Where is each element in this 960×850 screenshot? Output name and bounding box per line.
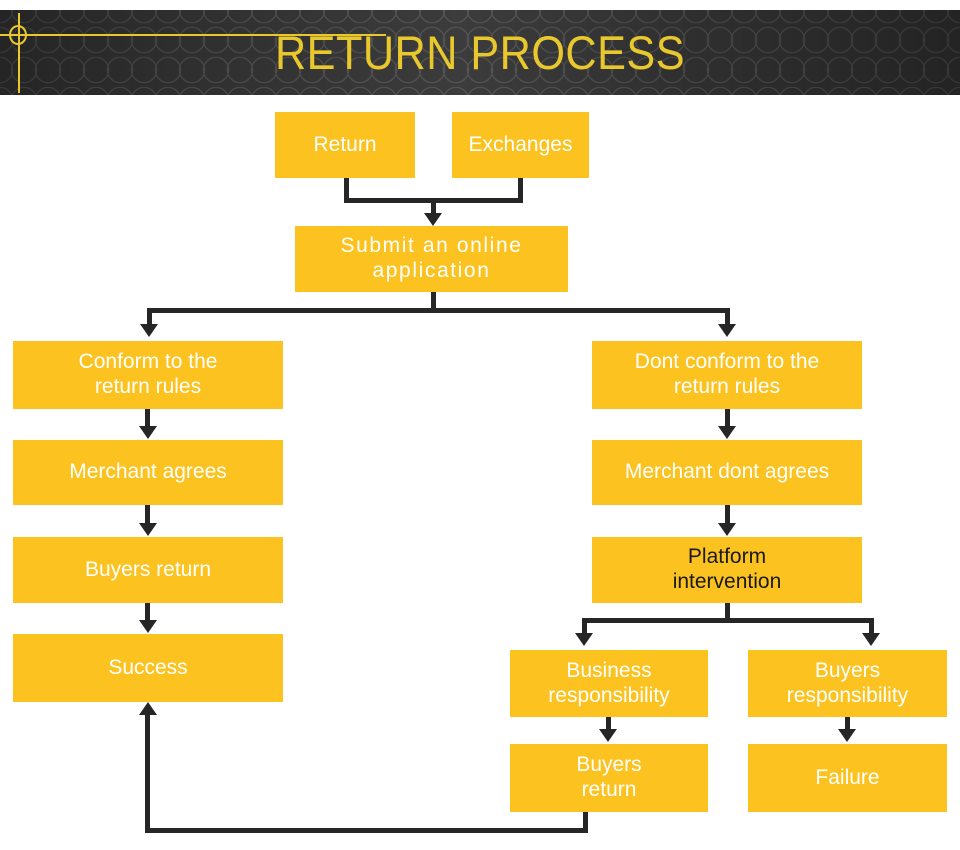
arrow-into-submit <box>424 213 442 226</box>
node-dont-conform-to-return-rules[interactable]: Dont conform to the return rules <box>592 341 862 409</box>
edge-submit-split-bar <box>147 308 730 313</box>
arrow-into-buyers-return-right <box>599 729 617 742</box>
page-title: RETURN PROCESS <box>274 26 686 79</box>
node-buyers-responsibility[interactable]: Buyers responsibility <box>748 650 947 717</box>
edge-platform-split-stem <box>725 603 730 623</box>
node-merchant-dont-agrees[interactable]: Merchant dont agrees <box>592 440 862 505</box>
node-buyers-return-left[interactable]: Buyers return <box>13 537 283 603</box>
edge-exchanges-to-junction-stem <box>518 178 523 202</box>
arrow-into-buyers-return-left <box>139 523 157 536</box>
edge-loop-riser <box>583 812 588 833</box>
edge-return-to-junction-stem <box>344 178 349 202</box>
arrow-into-success-from-loop <box>139 702 157 715</box>
arrow-into-business-responsibility <box>575 633 593 646</box>
node-conform-to-return-rules[interactable]: Conform to the return rules <box>13 341 283 409</box>
header-sheen-overlay <box>0 10 960 95</box>
edge-buyers-resp-to-failure <box>845 717 850 733</box>
edge-submit-split-stem <box>431 292 436 313</box>
arrow-into-success <box>139 620 157 633</box>
edge-merchant-agrees-to-buyers-return <box>145 505 150 525</box>
edge-buyers-return-to-success <box>145 603 150 622</box>
header-texture-pattern <box>0 10 960 95</box>
return-process-flowchart: Return Exchanges Submit an online applic… <box>0 95 960 850</box>
arrow-into-merchant-agrees <box>139 426 157 439</box>
edge-platform-right-drop <box>869 618 874 635</box>
node-buyers-return-right[interactable]: Buyers return <box>510 744 708 812</box>
decorative-horizontal-line <box>0 34 386 36</box>
decorative-vertical-line <box>18 13 20 93</box>
page-header: RETURN PROCESS <box>0 10 960 95</box>
node-success[interactable]: Success <box>13 634 283 702</box>
arrow-into-conform <box>140 324 158 337</box>
node-business-responsibility[interactable]: Business responsibility <box>510 650 708 717</box>
arrow-into-merchant-dont-agrees <box>718 426 736 439</box>
edge-conform-to-merchant-agrees <box>145 409 150 429</box>
edge-loop-vertical <box>145 713 150 833</box>
node-return[interactable]: Return <box>275 112 415 178</box>
node-platform-intervention[interactable]: Platform intervention <box>592 537 862 603</box>
edge-platform-left-drop <box>582 618 587 635</box>
node-exchanges[interactable]: Exchanges <box>452 112 589 178</box>
arrow-into-buyers-responsibility <box>862 633 880 646</box>
node-merchant-agrees[interactable]: Merchant agrees <box>13 440 283 505</box>
node-submit-application[interactable]: Submit an online application <box>295 226 568 292</box>
edge-dont-conform-to-merchant-dont-agrees <box>725 409 730 429</box>
arrow-into-dont-conform <box>718 324 736 337</box>
edge-platform-split-bar <box>582 618 874 623</box>
edge-business-resp-to-buyers-return <box>606 717 611 733</box>
edge-loop-horizontal <box>145 828 588 833</box>
arrow-into-failure <box>838 729 856 742</box>
edge-split-right-drop <box>725 308 730 326</box>
decorative-circle-icon <box>9 25 27 45</box>
edge-merchant-dont-agrees-to-platform <box>725 505 730 525</box>
edge-merge-to-submit-stem <box>431 198 436 215</box>
arrow-into-platform <box>718 523 736 536</box>
edge-split-left-drop <box>147 308 152 326</box>
node-failure[interactable]: Failure <box>748 744 947 812</box>
